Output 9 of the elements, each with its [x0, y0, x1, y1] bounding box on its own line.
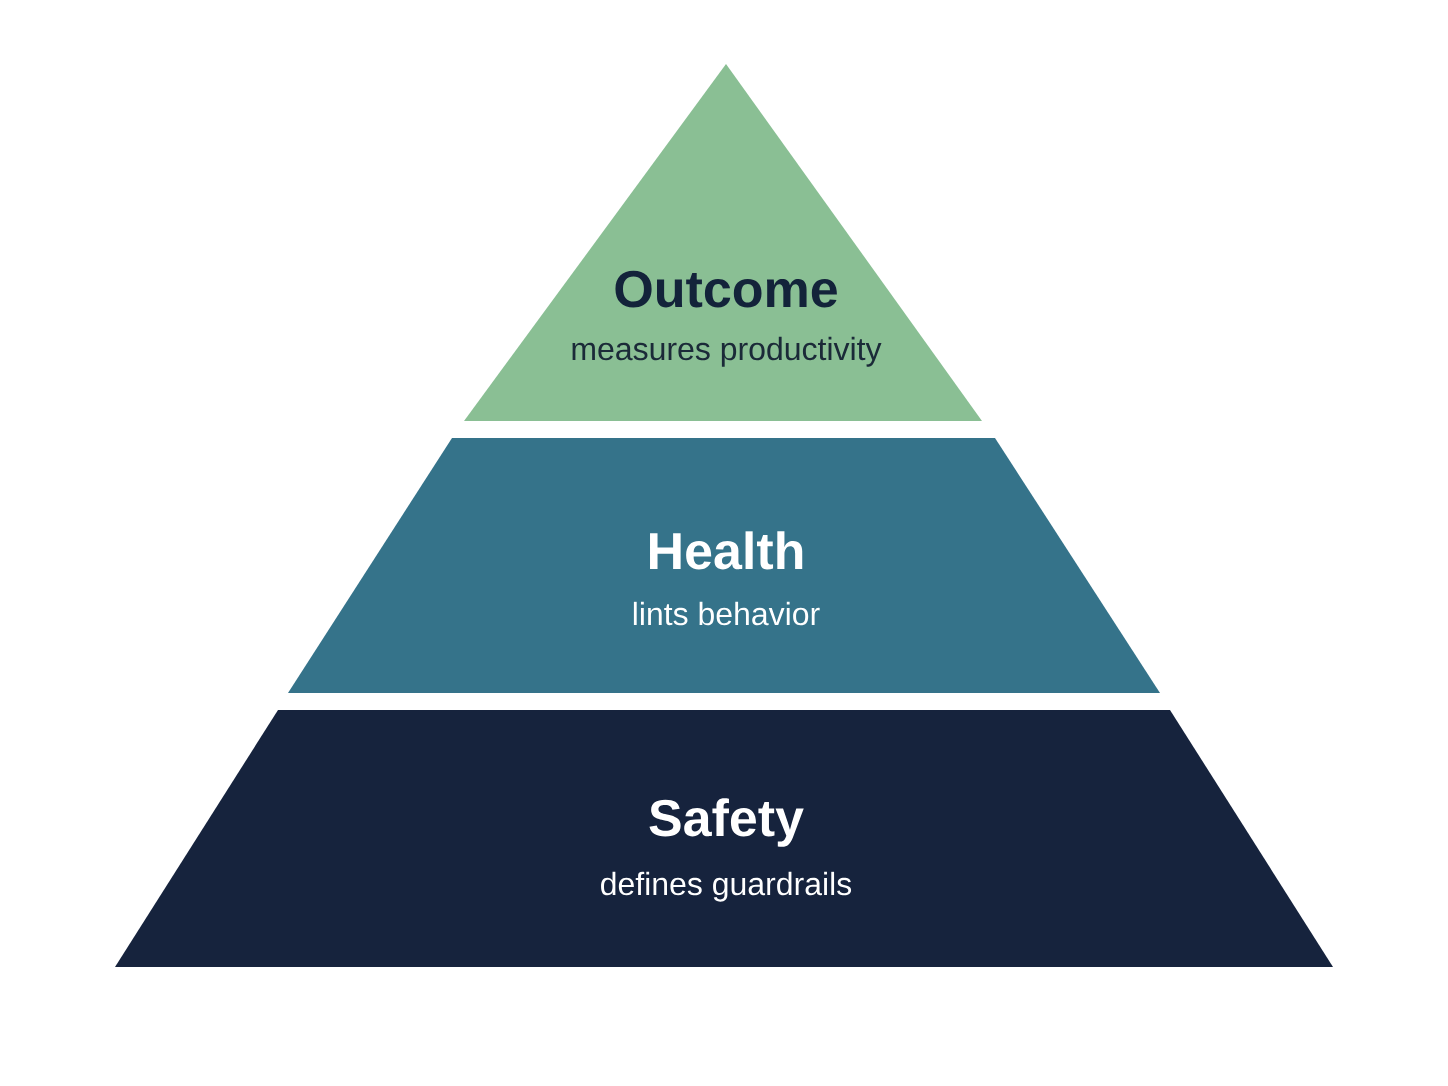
pyramid-tier [115, 710, 1333, 967]
tier-title: Safety [649, 798, 804, 847]
tier-title: Health [650, 531, 803, 570]
tier-description: measures productivity [572, 336, 882, 367]
tier-title: Outcome [615, 270, 837, 308]
tier-description: defines guardrails [601, 871, 852, 902]
pyramid-tier [288, 438, 1160, 693]
pyramid-tier [464, 64, 982, 421]
tier-description: lints behavior [633, 601, 820, 626]
